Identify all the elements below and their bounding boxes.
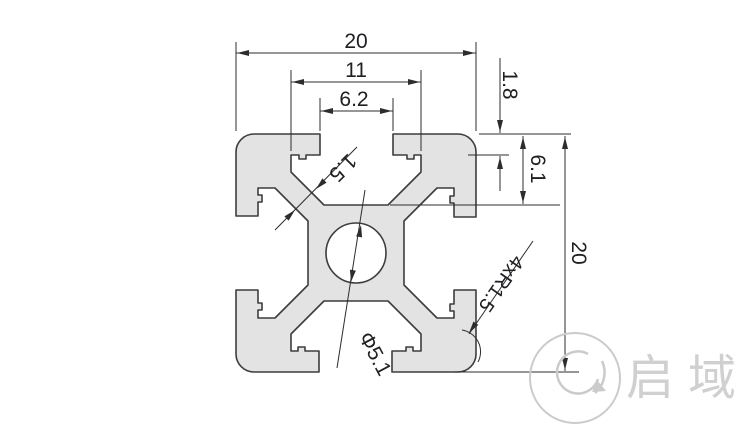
arrowhead-icon bbox=[497, 157, 503, 169]
arrowhead-icon bbox=[292, 79, 304, 85]
dim-slot-depth-label: 6.1 bbox=[526, 154, 549, 183]
arrowhead-icon bbox=[520, 191, 526, 203]
brand-watermark: 启域 bbox=[529, 332, 750, 424]
arrowhead-icon bbox=[237, 50, 249, 56]
arrowhead-icon bbox=[469, 321, 479, 333]
dim-corner-radius-label: 4xR1.5 bbox=[474, 251, 528, 316]
dim-lip-thickness-label: 1.8 bbox=[498, 70, 521, 99]
dim-slot-opening-label: 6.2 bbox=[339, 88, 368, 111]
extension-lines bbox=[455, 136, 579, 373]
dim-overall-width-label: 20 bbox=[344, 30, 367, 53]
extension-lines bbox=[290, 70, 422, 151]
arrowhead-icon bbox=[316, 178, 327, 189]
dim-overall-height-label: 20 bbox=[567, 241, 590, 264]
dim-lip-thickness: 1.8 bbox=[468, 58, 521, 191]
dim-overall-height: 20 bbox=[455, 136, 590, 373]
dimension-arrowheads bbox=[237, 50, 568, 370]
arrowhead-icon bbox=[562, 137, 568, 149]
dim-slot-opening: 6.2 bbox=[319, 88, 394, 131]
arrowhead-icon bbox=[408, 79, 420, 85]
dim-web-thickness-label: 1.5 bbox=[324, 149, 361, 186]
dim-slot-inner-width: 11 bbox=[290, 59, 422, 151]
q-swirl-logo-icon bbox=[529, 332, 621, 424]
arrowhead-icon bbox=[562, 358, 568, 370]
arrowhead-icon bbox=[497, 120, 503, 132]
arrowhead-icon bbox=[463, 50, 475, 56]
extension-lines bbox=[235, 42, 477, 131]
arrowhead-icon bbox=[321, 108, 333, 114]
q-swirl-logo-icon bbox=[592, 380, 606, 392]
arrowhead-icon bbox=[520, 137, 526, 149]
arrowhead-icon bbox=[284, 210, 295, 221]
dim-overall-width: 20 bbox=[235, 30, 477, 131]
dim-slot-inner-width-label: 11 bbox=[345, 59, 367, 82]
leader-line bbox=[461, 240, 534, 363]
arrowhead-icon bbox=[380, 108, 392, 114]
arrowhead-icon bbox=[356, 225, 363, 238]
brand-text: 启域 bbox=[626, 350, 750, 406]
arrowhead-icon bbox=[349, 269, 356, 282]
dim-center-hole-label: Φ5.1 bbox=[354, 328, 396, 379]
